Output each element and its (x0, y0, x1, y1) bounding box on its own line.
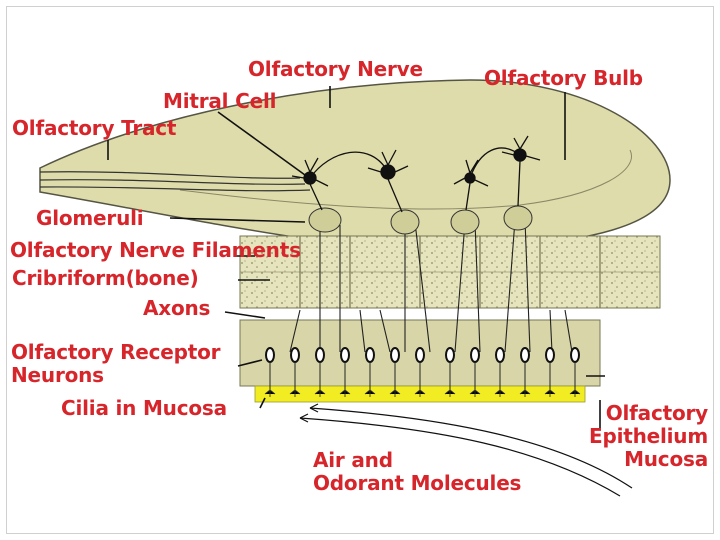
receptor-dendrites (269, 362, 576, 390)
label-epithelium-line2: Epithelium (589, 424, 708, 448)
label-epithelium-line1: Olfactory (605, 401, 709, 425)
label-cribriform: Cribriform(bone) (12, 266, 199, 290)
cribriform-bone (239, 235, 661, 309)
bulb-inner-contour (179, 149, 632, 210)
pointer-lines (107, 86, 605, 428)
label-epithelium-line3: Mucosa (624, 447, 708, 471)
label-nerve-filaments: Olfactory Nerve Filaments (10, 238, 301, 262)
label-air-line1: Air and (313, 448, 393, 472)
mitral-cells (291, 135, 541, 213)
label-air-line2: Odorant Molecules (313, 471, 522, 495)
receptor-neuron-bodies (265, 347, 580, 363)
label-olfactory-bulb: Olfactory Bulb (484, 66, 643, 90)
label-olfactory-nerve: Olfactory Nerve (248, 57, 423, 81)
air-arrows (299, 403, 633, 497)
axon-lines (289, 219, 573, 353)
label-olfactory-tract: Olfactory Tract (12, 116, 177, 140)
label-mitral-cell: Mitral Cell (163, 89, 277, 113)
label-glomeruli: Glomeruli (36, 206, 144, 230)
label-receptor-neurons-line1: Olfactory Receptor (11, 340, 221, 364)
label-receptor-neurons-line2: Neurons (11, 363, 104, 387)
glomeruli-clusters (308, 205, 533, 235)
cilia-tufts (264, 389, 581, 397)
label-cilia: Cilia in Mucosa (61, 396, 227, 420)
olfactory-tract-lines (39, 171, 311, 192)
label-axons: Axons (143, 296, 211, 320)
